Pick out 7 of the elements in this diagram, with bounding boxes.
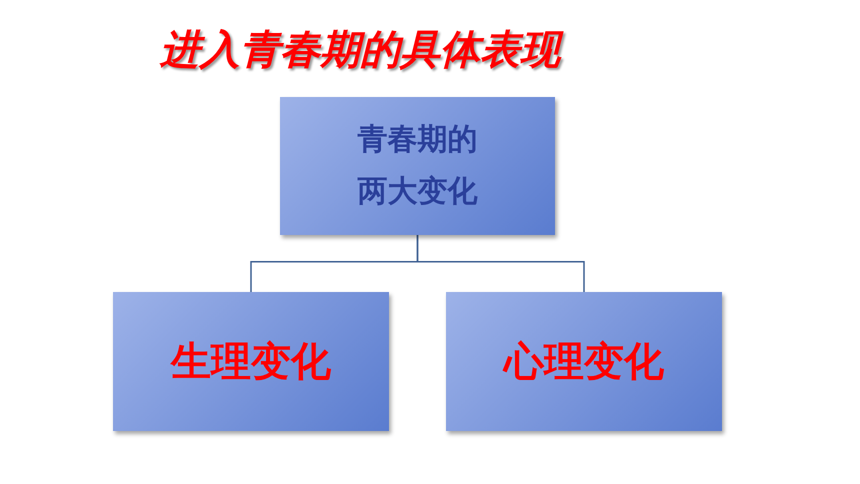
box-label: 心理变化 <box>504 338 664 386</box>
rectangle-box <box>280 97 555 235</box>
box-label: 生理变化 <box>171 338 331 386</box>
connector-line <box>416 235 585 292</box>
box-label: 青春期的两大变化 <box>356 120 478 211</box>
rectangle-box <box>446 292 722 431</box>
rectangle-box <box>113 292 389 431</box>
